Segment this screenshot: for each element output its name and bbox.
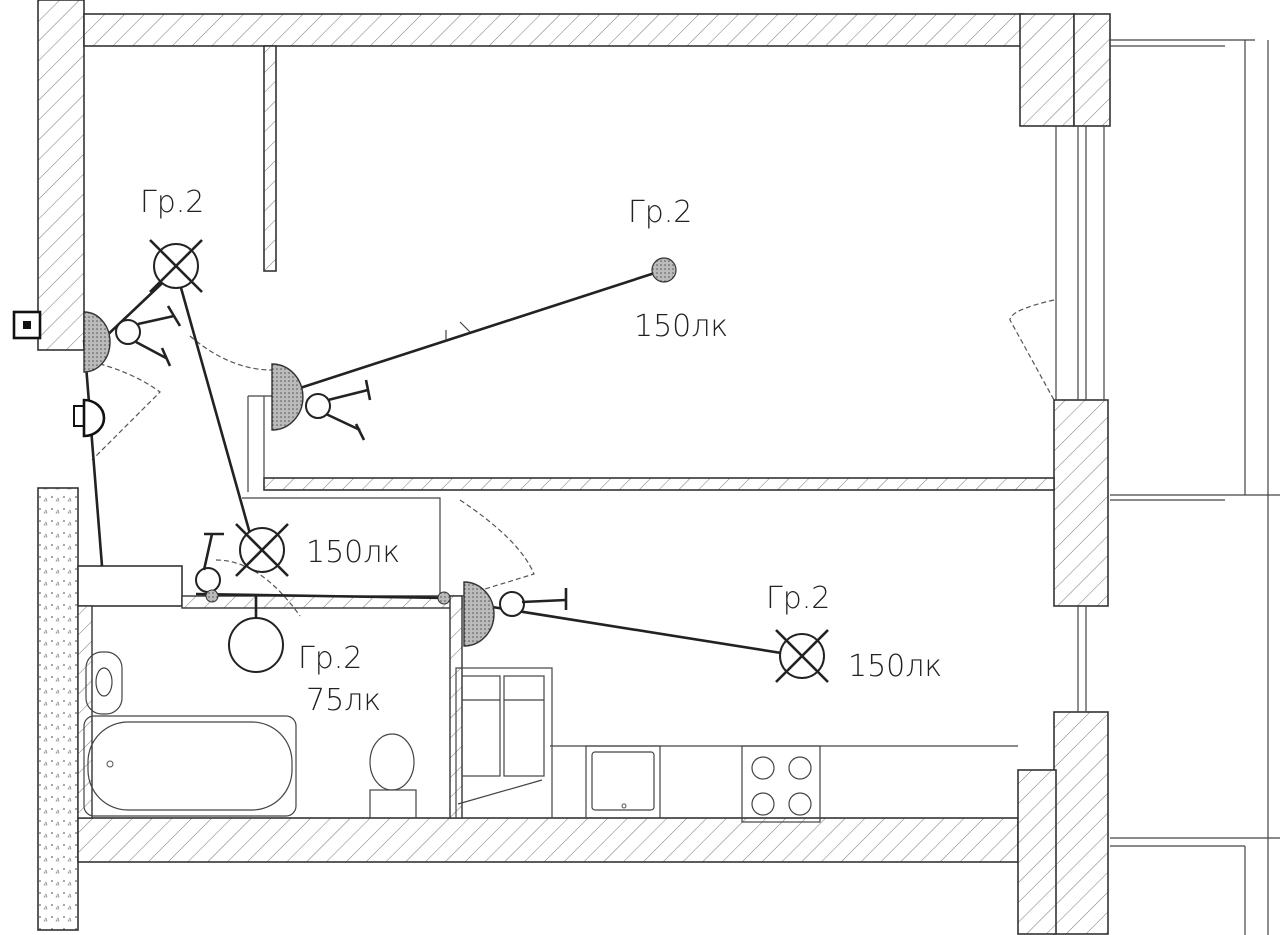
exterior-lines bbox=[1055, 39, 1280, 935]
fixtures-furniture bbox=[83, 651, 1018, 823]
ceiling-lamp-dot-icon[interactable] bbox=[651, 257, 677, 283]
switch-icon[interactable] bbox=[305, 379, 372, 441]
switch-icon[interactable] bbox=[195, 532, 224, 593]
label-lux-kitchen: 150лк bbox=[848, 649, 942, 684]
junction-box-icon[interactable] bbox=[205, 589, 219, 603]
junction-box-icon[interactable] bbox=[437, 591, 451, 605]
wall-lamp-icon[interactable] bbox=[83, 311, 111, 373]
label-group-top-right: Гр.2 bbox=[628, 195, 692, 230]
switch-icon[interactable] bbox=[499, 588, 568, 617]
label-group-bath: Гр.2 bbox=[298, 641, 362, 676]
socket-icon[interactable] bbox=[12, 310, 42, 340]
switch-icon[interactable] bbox=[115, 305, 182, 367]
label-group-kitchen: Гр.2 bbox=[766, 581, 830, 616]
ceiling-lamp-cross-icon[interactable] bbox=[775, 629, 829, 683]
walls bbox=[37, 0, 1111, 935]
label-lux-top-right: 150лк bbox=[634, 309, 728, 344]
label-group-top-left: Гр.2 bbox=[140, 185, 204, 220]
wall-lamp-icon[interactable] bbox=[463, 581, 495, 647]
ceiling-lamp-cross-icon[interactable] bbox=[149, 239, 203, 293]
ceiling-lamp-round-icon[interactable] bbox=[228, 617, 284, 673]
label-lux-hall: 150лк bbox=[306, 535, 400, 570]
wall-lamp-icon[interactable] bbox=[271, 363, 304, 431]
label-lux-bath: 75лк bbox=[306, 683, 381, 718]
doorbell-icon[interactable] bbox=[73, 398, 106, 438]
ceiling-lamp-cross-icon[interactable] bbox=[235, 523, 289, 577]
wiring bbox=[82, 268, 801, 658]
